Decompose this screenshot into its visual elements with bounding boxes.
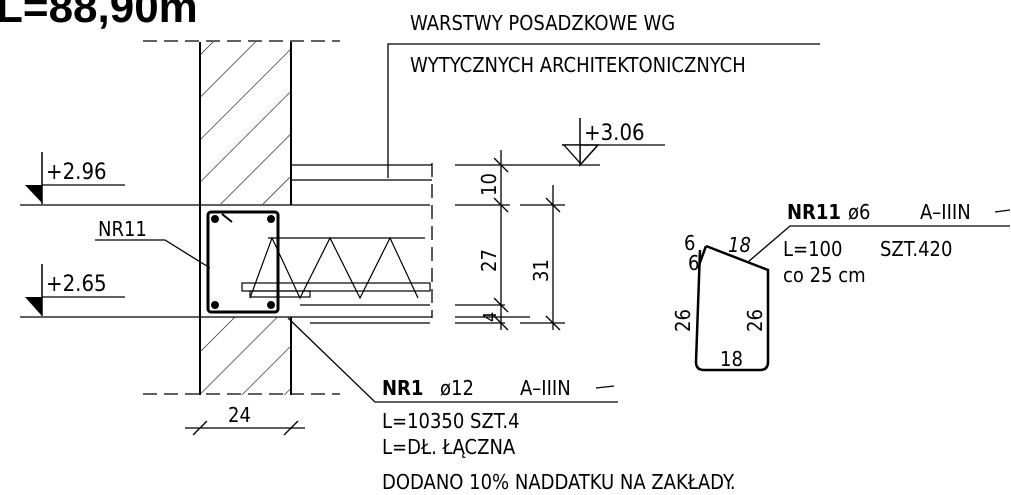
level-marker-left-upper: +2.96	[25, 152, 125, 204]
shape-dim-bottom: 18	[720, 347, 743, 371]
shape-dim-hook-b: 6	[688, 251, 699, 275]
slab-lines	[20, 164, 600, 324]
bar-spec-length: L=10350 SZT.4	[382, 409, 520, 433]
level-label-top-right: +3.06	[584, 121, 645, 146]
wall-hatch	[200, 42, 291, 395]
stirrup-spec-name: NR11	[787, 200, 841, 224]
floor-note-line2: WYTYCZNYCH ARCHITEKTONICZNYCH	[410, 53, 746, 77]
bar-spec-steel: A–IIIN	[520, 376, 571, 400]
stirrup-spec-spacing: co 25 cm	[783, 263, 866, 287]
bar-spec-total: L=DŁ. ŁĄCZNA	[382, 435, 516, 459]
bar-spec-note: DODANO 10% NADDATKU NA ZAKŁADY.	[382, 470, 736, 494]
shape-dim-hook-a: 6	[684, 231, 695, 255]
wall-outline	[199, 42, 292, 395]
stirrup-spec-count: SZT.420	[880, 237, 952, 261]
stirrup-shape	[694, 244, 770, 372]
bar-spec-leader	[287, 317, 618, 403]
nr11-callout-label: NR11	[98, 217, 147, 241]
stirrup-spec-steel: A–IIIN	[920, 200, 971, 224]
bar-spec-diameter: ø12	[440, 376, 474, 400]
bar-spec-name: NR1	[382, 376, 423, 400]
stirrup-spec-length: L=100	[783, 237, 842, 261]
floor-note-line1: WARSTWY POSADZKOWE WG	[410, 11, 675, 35]
shape-dim-left: 26	[671, 309, 695, 332]
shape-dim-right: 26	[743, 309, 767, 332]
level-marker-top-right: +3.06	[562, 118, 665, 167]
dim-24: 24	[228, 403, 251, 427]
insulation-zigzag	[241, 236, 431, 300]
shape-dim-top: 18	[728, 233, 751, 257]
level-label-left-upper: +2.96	[46, 160, 107, 185]
level-marker-left-lower: +2.65	[25, 264, 125, 316]
floor-note-leader	[387, 43, 820, 178]
dim-31: 31	[529, 259, 553, 282]
level-label-left-lower: +2.65	[46, 272, 107, 297]
dim-4: 4	[480, 312, 501, 322]
nr11-callout: NR11	[95, 217, 211, 269]
break-lines	[143, 40, 433, 395]
stirrup-spec-leader	[747, 225, 1010, 263]
dimension-chain-vertical	[493, 150, 565, 331]
dim-27: 27	[477, 249, 501, 272]
dim-10: 10	[477, 173, 501, 196]
page-title: L=88,90m	[0, 0, 198, 32]
stirrup-spec-diameter: ø6	[848, 200, 870, 224]
dimension-24	[185, 420, 305, 436]
stirrup-section	[206, 210, 280, 314]
